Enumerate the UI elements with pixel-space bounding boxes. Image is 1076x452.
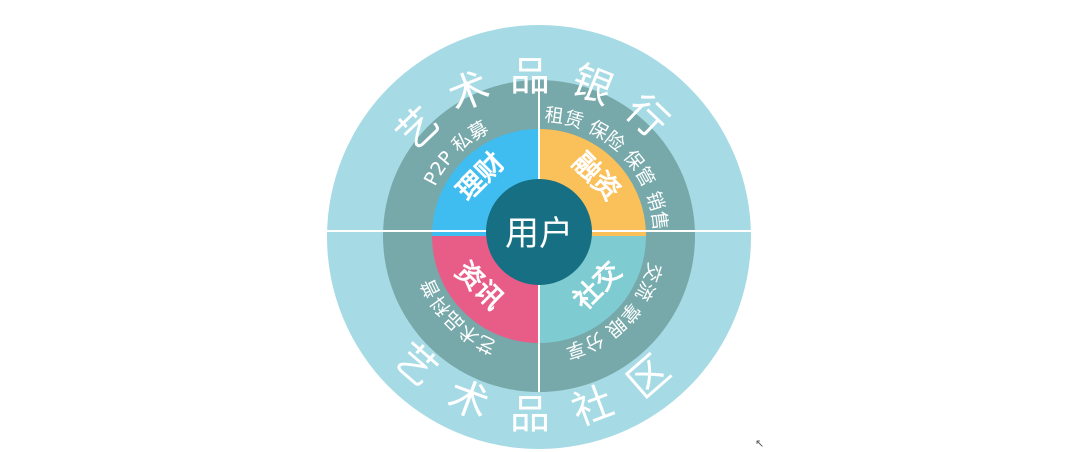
center-circle <box>486 179 592 285</box>
center-label: 用户 <box>505 214 573 254</box>
cursor-icon: ↖ <box>755 437 764 450</box>
